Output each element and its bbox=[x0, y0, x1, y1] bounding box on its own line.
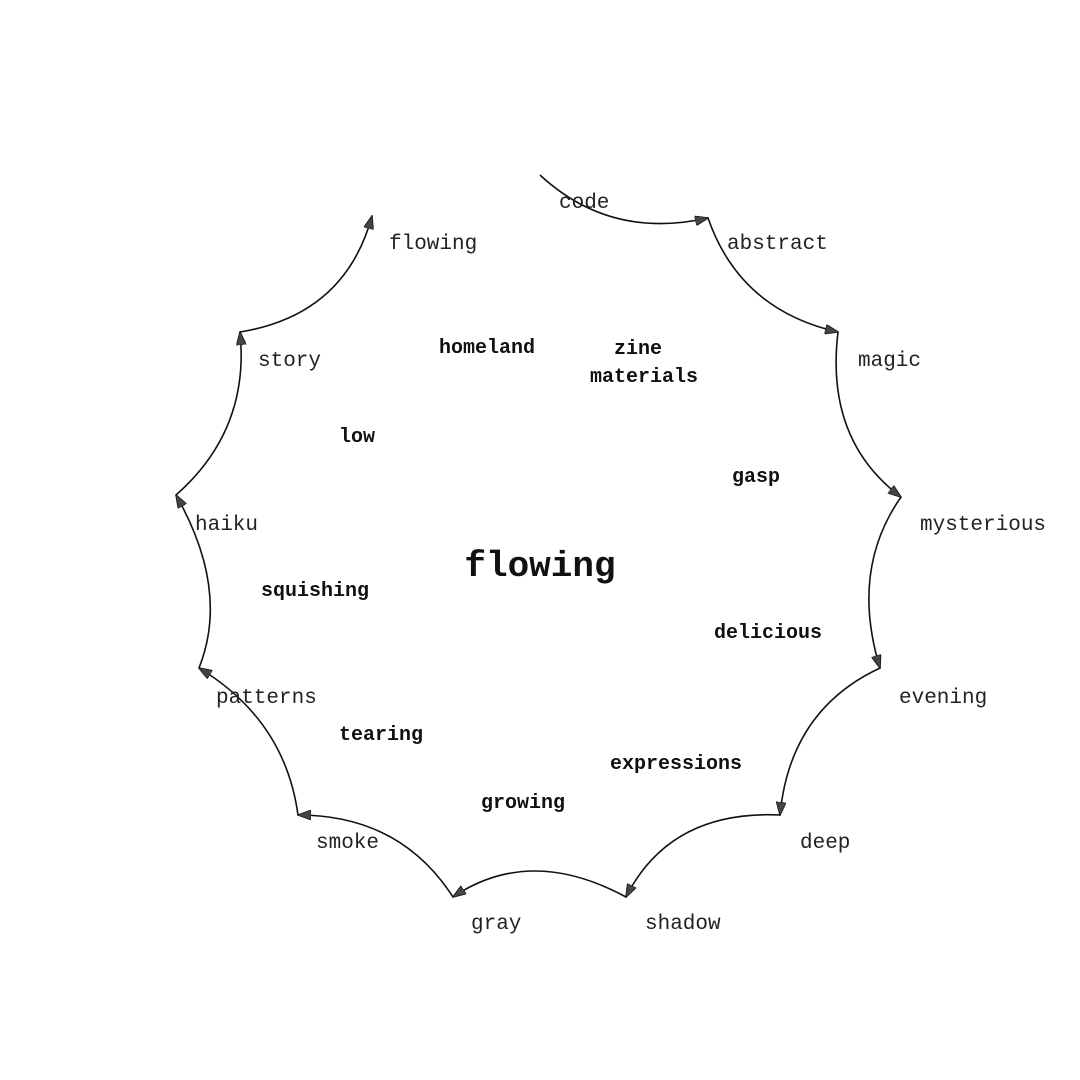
center-word: flowing bbox=[464, 546, 615, 587]
cycle-word-code: code bbox=[559, 192, 609, 215]
cycle-arrows bbox=[175, 174, 902, 898]
inner-word-squishing: squishing bbox=[261, 580, 369, 603]
arrow-mysterious-to-evening bbox=[868, 496, 902, 668]
inner-word-tearing: tearing bbox=[339, 724, 423, 747]
arrow-evening-to-deep bbox=[780, 667, 881, 815]
arrow-shadow-to-gray bbox=[453, 870, 627, 897]
cycle-word-gray: gray bbox=[471, 913, 521, 936]
cycle-word-patterns: patterns bbox=[216, 687, 317, 710]
inner-word-expressions: expressions bbox=[610, 753, 742, 776]
cycle-word-evening: evening bbox=[899, 687, 987, 710]
cycle-word-deep: deep bbox=[800, 832, 850, 855]
inner-word-zine-materials: zine materials bbox=[590, 338, 698, 389]
arrow-magic-to-mysterious bbox=[835, 331, 901, 497]
cycle-word-magic: magic bbox=[858, 350, 921, 373]
inner-word-homeland: homeland bbox=[439, 337, 535, 360]
arrow-story-to-flowing bbox=[239, 216, 372, 333]
inner-word-low: low bbox=[339, 426, 375, 449]
cycle-word-shadow: shadow bbox=[645, 913, 721, 936]
inner-word-zine-materials-line-2: materials bbox=[590, 366, 698, 389]
arrow-haiku-to-story bbox=[175, 332, 241, 496]
arrow-gray-to-smoke bbox=[298, 815, 454, 898]
arrow-code-to-abstract bbox=[539, 174, 708, 224]
arrow-patterns-to-haiku bbox=[176, 495, 212, 669]
cycle-word-haiku: haiku bbox=[195, 514, 258, 537]
cycle-labels: code abstract magic mysterious evening d… bbox=[195, 192, 1046, 936]
cycle-word-smoke: smoke bbox=[316, 832, 379, 855]
inner-word-gasp: gasp bbox=[732, 466, 780, 489]
cycle-word-flowing: flowing bbox=[389, 233, 477, 256]
inner-word-delicious: delicious bbox=[714, 622, 822, 645]
inner-words: homeland zine materials low gasp squishi… bbox=[261, 337, 822, 815]
cycle-word-story: story bbox=[258, 350, 321, 373]
arrow-deep-to-shadow bbox=[626, 813, 781, 897]
cycle-word-abstract: abstract bbox=[727, 233, 828, 256]
cycle-word-mysterious: mysterious bbox=[920, 514, 1046, 537]
arrow-abstract-to-magic bbox=[707, 217, 838, 332]
inner-word-zine-materials-line-1: zine bbox=[614, 338, 662, 361]
inner-word-growing: growing bbox=[481, 792, 565, 815]
arrow-smoke-to-patterns bbox=[199, 668, 299, 816]
